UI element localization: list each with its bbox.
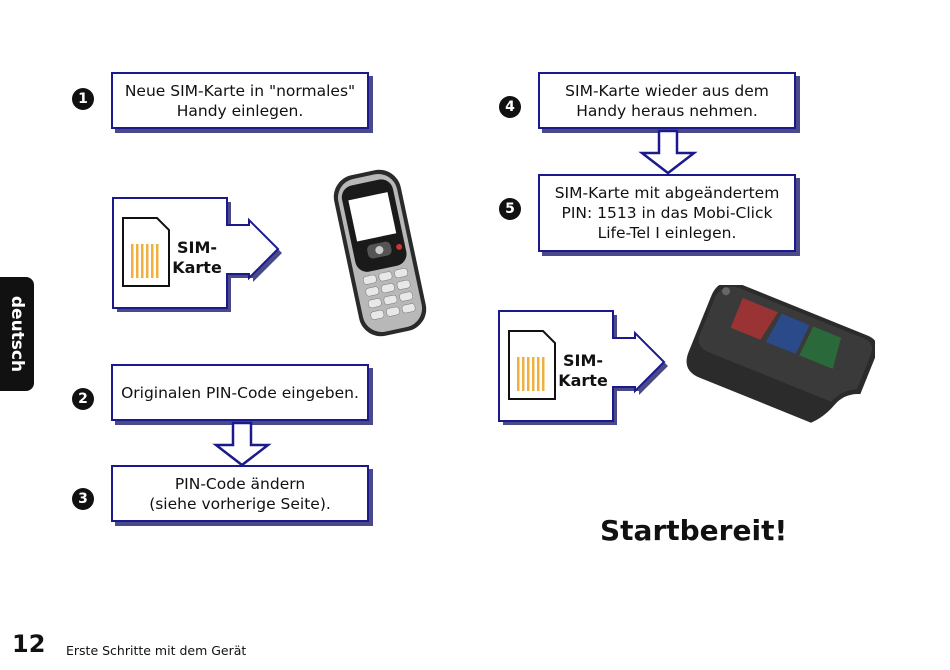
- down-arrow-left: [212, 421, 272, 467]
- step-1-text-line1: Neue SIM-Karte in "normales": [124, 81, 356, 100]
- sim-arrow-shape-right: [498, 310, 668, 425]
- sim-label-right-line2: Karte: [558, 371, 608, 390]
- step-4-text-line2: Handy heraus nehmen.: [576, 101, 758, 120]
- sim-arrow-shape: [112, 197, 282, 312]
- step-4-number: 4: [499, 96, 521, 118]
- page-number: 12: [12, 630, 46, 658]
- step-5-text-line3: Life-Tel I einlegen.: [597, 224, 737, 242]
- ready-heading: Startbereit!: [600, 514, 788, 547]
- sim-card-arrow-right: SIM- Karte: [497, 309, 672, 431]
- sim-card-icon-right: [508, 330, 556, 400]
- step-4-box: SIM-Karte wieder aus dem Handy heraus ne…: [538, 72, 796, 129]
- language-tab: deutsch: [0, 277, 34, 391]
- mobile-phone-image: [333, 169, 427, 337]
- language-tab-label: deutsch: [7, 295, 27, 373]
- sim-label-right-line1: SIM-: [562, 351, 604, 370]
- sim-label: SIM- Karte: [171, 238, 223, 278]
- step-2-box: Originalen PIN-Code eingeben.: [111, 364, 369, 421]
- step-3-box: PIN-Code ändern (siehe vorherige Seite).: [111, 465, 369, 522]
- step-3-text-line2: (siehe vorherige Seite).: [149, 494, 331, 513]
- step-2-text-line1: Originalen PIN-Code eingeben.: [121, 383, 359, 402]
- sim-label-right: SIM- Karte: [557, 351, 609, 391]
- step-5-box: SIM-Karte mit abgeändertem PIN: 1513 in …: [538, 174, 796, 252]
- step-3-number: 3: [72, 488, 94, 510]
- step-5-number: 5: [499, 198, 521, 220]
- step-1-number: 1: [72, 88, 94, 110]
- sim-label-line1: SIM-: [176, 238, 218, 257]
- step-1-box: Neue SIM-Karte in "normales" Handy einle…: [111, 72, 369, 129]
- step-3-text-line1: PIN-Code ändern: [174, 474, 306, 493]
- step-5-text-line2: PIN: 1513 in das Mobi-Click: [561, 204, 773, 222]
- sim-card-arrow-left: SIM- Karte: [111, 196, 286, 318]
- footer-text: Erste Schritte mit dem Gerät: [66, 643, 247, 658]
- sim-card-icon: [122, 217, 170, 287]
- step-1-text-line2: Handy einlegen.: [176, 101, 304, 120]
- step-5-text-line1: SIM-Karte mit abgeändertem: [554, 184, 780, 202]
- remote-device-image: [686, 285, 875, 423]
- down-arrow-right: [638, 129, 698, 175]
- sim-label-line2: Karte: [172, 258, 222, 277]
- step-4-text-line1: SIM-Karte wieder aus dem: [565, 81, 769, 100]
- step-2-number: 2: [72, 388, 94, 410]
